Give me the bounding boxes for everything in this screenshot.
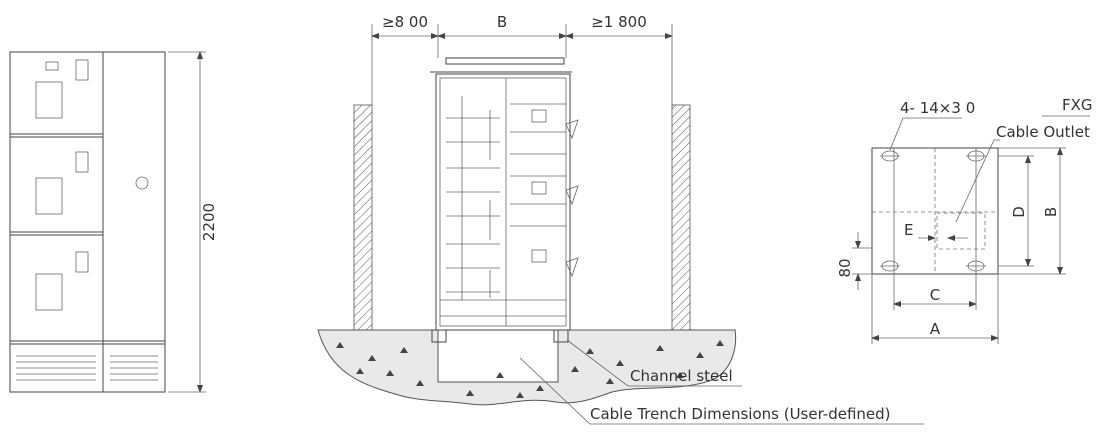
concrete-texture	[336, 340, 724, 398]
height-dimension-label: 2200	[200, 203, 218, 241]
indicator-icon	[45, 61, 59, 71]
switch-icon	[75, 59, 89, 81]
dim-e-label: E	[904, 221, 913, 239]
dim-d-label: D	[1010, 206, 1028, 218]
channel-steel-leader	[566, 339, 742, 387]
cable-outlet-leader	[955, 139, 1000, 223]
channel-steel-right	[553, 329, 569, 343]
vent-grille-right	[110, 355, 158, 381]
cable-trench-callout: Cable Trench Dimensions (User-defined)	[590, 405, 891, 423]
dim-a-label: A	[930, 320, 941, 338]
vent-grille-left	[16, 355, 96, 381]
cabinet-side-outline	[435, 73, 571, 331]
handle-icon	[565, 257, 579, 278]
handle-icon	[565, 119, 579, 140]
dim-b-label: B	[1042, 207, 1060, 217]
internal-busbars	[446, 96, 500, 300]
model-label: FXG	[1062, 96, 1093, 114]
installation-view: ≥8 00 B ≥1 800 Channel steel Cable Trenc…	[317, 13, 924, 425]
drawer-units	[510, 103, 566, 263]
holes-leader	[889, 117, 962, 151]
holes-label: 4- 14×3 0	[900, 99, 975, 117]
dim-80-label: 80	[836, 258, 854, 277]
top-plate	[445, 57, 565, 65]
meter-window	[35, 273, 63, 311]
left-clearance-label: ≥8 00	[382, 13, 428, 31]
cable-outlet-opening	[936, 212, 986, 250]
cabinet-outline	[9, 51, 166, 393]
switch-icon	[75, 251, 89, 273]
meter-window	[35, 177, 63, 215]
front-view: 2200	[9, 51, 218, 393]
channel-steel-left	[431, 329, 447, 343]
meter-window	[35, 81, 63, 119]
cable-trench-leader	[519, 357, 924, 425]
base-plan-view: 4- 14×3 0 FXG Cable Outlet E D B 80 C	[836, 96, 1093, 344]
dim-c-label: C	[930, 286, 940, 304]
handle-icon	[565, 185, 579, 206]
door-handle-icon	[135, 176, 149, 190]
left-wall	[353, 104, 373, 331]
switch-icon	[75, 151, 89, 173]
right-wall	[671, 104, 691, 331]
right-clearance-label: ≥1 800	[591, 13, 647, 31]
channel-steel-callout: Channel steel	[630, 367, 733, 385]
cabinet-width-label: B	[497, 13, 507, 31]
cable-outlet-label: Cable Outlet	[996, 123, 1090, 141]
